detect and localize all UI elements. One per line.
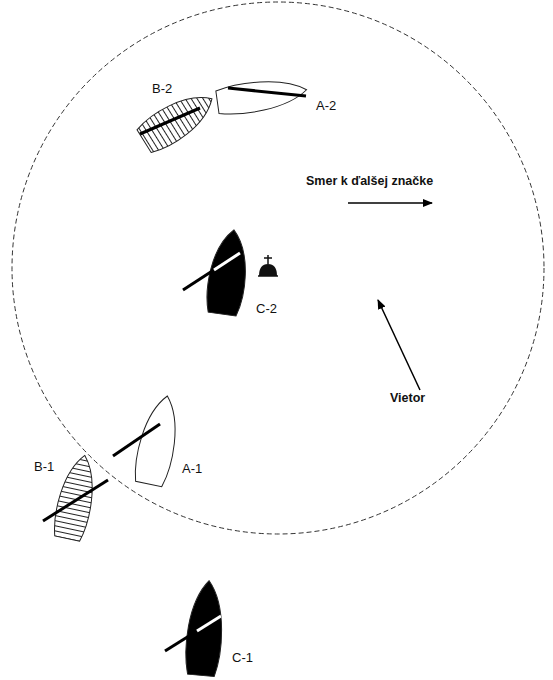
boom-line: [165, 616, 221, 651]
boat-hull: [215, 75, 308, 117]
boat-label: B-1: [34, 460, 54, 474]
boat-hull: [184, 579, 227, 677]
direction-label: Smer k ďalšej značke: [306, 175, 433, 189]
boat: [215, 75, 308, 117]
boat-hull: [51, 452, 101, 542]
boom-line: [197, 616, 221, 631]
boom-line: [183, 253, 240, 290]
boat-label: C-2: [256, 302, 277, 316]
boom-line: [214, 253, 240, 270]
boat-label: B-2: [152, 82, 172, 96]
wind-arrow: [378, 300, 420, 390]
boom-line: [113, 424, 160, 456]
boom-line: [228, 88, 306, 96]
boom-line: [140, 108, 200, 134]
boom-line: [43, 480, 108, 521]
boat-label: A-1: [182, 462, 202, 476]
mark-symbol: [258, 255, 278, 276]
boat-label: C-1: [232, 651, 253, 665]
course-arrow: [348, 202, 432, 204]
boat-hull: [132, 392, 185, 487]
boat-hull: [135, 84, 221, 156]
boat: [135, 84, 221, 156]
boat: [183, 227, 252, 316]
boat-label: A-2: [316, 99, 336, 113]
boat: [165, 579, 226, 677]
wind-label: Vietor: [390, 392, 425, 406]
boat: [113, 392, 184, 487]
zone-circle: [12, 2, 544, 534]
